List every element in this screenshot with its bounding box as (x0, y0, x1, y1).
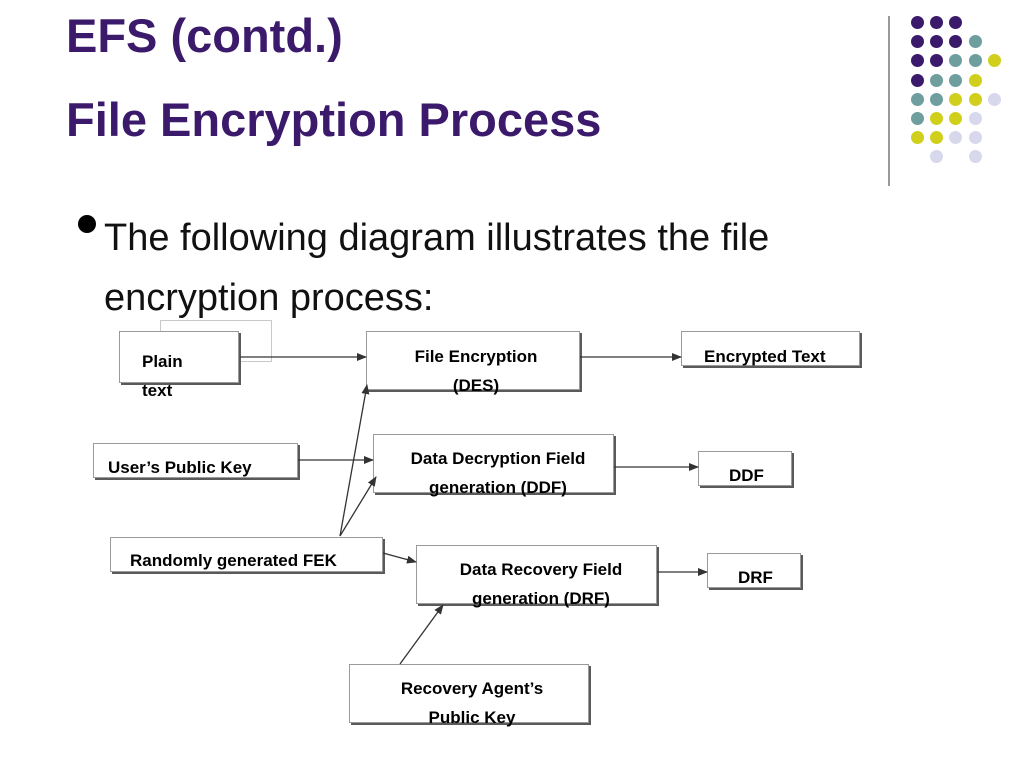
file-encryption-label-1: File Encryption (414, 347, 538, 366)
bullet-text: The following diagram illustrates the fi… (104, 217, 770, 319)
plain-text-box (119, 331, 239, 383)
decorative-dot (949, 131, 963, 145)
users-public-key-box (93, 443, 298, 478)
ddf-generation-box (373, 434, 614, 493)
ddf-label: DDF (729, 466, 764, 485)
decorative-dot (968, 131, 982, 145)
arrow-recovery-to-drf (399, 604, 444, 665)
decorative-dot (949, 73, 963, 87)
users-public-key-label: User’s Public Key (108, 458, 252, 477)
decorative-divider (888, 16, 890, 186)
encrypted-text-label: Encrypted Text (704, 347, 826, 366)
decorative-dot (949, 16, 963, 29)
decorative-dot (930, 112, 944, 125)
encrypted-text-box (681, 331, 860, 366)
arrow-fek-to-drf (382, 552, 417, 564)
ddf-generation-label-1: Data Decryption Field (410, 449, 586, 468)
arrow-fek-to-ddf (339, 476, 377, 537)
decorative-dot (968, 35, 982, 49)
decorative-dot (949, 112, 963, 125)
arrow-fek-to-encryption (339, 384, 370, 537)
page-title-line2: File Encryption Process (66, 93, 602, 146)
decorative-dot (930, 54, 944, 68)
recovery-key-label-1: Recovery Agent’s (400, 679, 544, 698)
decorative-dot (968, 73, 982, 87)
decorative-dot (930, 131, 944, 145)
decorative-dot (987, 54, 1001, 68)
decorative-dot (911, 16, 924, 29)
decorative-dot (968, 150, 982, 164)
plain-text-label-2: text (142, 381, 173, 400)
drf-generation-label-2: generation (DRF) (472, 589, 610, 608)
drf-box (707, 553, 801, 588)
decorative-dot (911, 54, 924, 68)
decorative-dot (930, 150, 944, 164)
decorative-dot (949, 35, 963, 49)
decorative-dot (930, 35, 944, 49)
file-encryption-label-2: (DES) (452, 376, 500, 395)
plain-text-label-1: Plain (142, 352, 183, 371)
random-fek-label: Randomly generated FEK (130, 551, 337, 570)
decorative-dot (930, 16, 944, 29)
decorative-dot (949, 92, 963, 106)
random-fek-box (110, 537, 383, 572)
decorative-dot (968, 54, 982, 68)
page-title-line1: EFS (contd.) (66, 9, 343, 62)
decorative-dot (949, 54, 963, 68)
ddf-generation-label-2: generation (DDF) (429, 478, 567, 497)
drf-generation-box (416, 545, 657, 604)
bullet-icon (78, 215, 96, 233)
decorative-dot (911, 112, 924, 125)
decorative-dot (911, 131, 924, 145)
decorative-dot (930, 73, 944, 87)
drf-generation-label-1: Data Recovery Field (459, 560, 623, 579)
recovery-key-box (349, 664, 589, 723)
decorative-dot (930, 92, 944, 106)
drf-label: DRF (738, 568, 773, 587)
decorative-dot (911, 35, 924, 49)
decorative-dot (911, 73, 924, 87)
decorative-dot (968, 92, 982, 106)
decorative-dot (911, 92, 924, 106)
decorative-dot (987, 92, 1001, 106)
decorative-dot (968, 112, 982, 125)
recovery-key-label-2: Public Key (428, 708, 516, 727)
